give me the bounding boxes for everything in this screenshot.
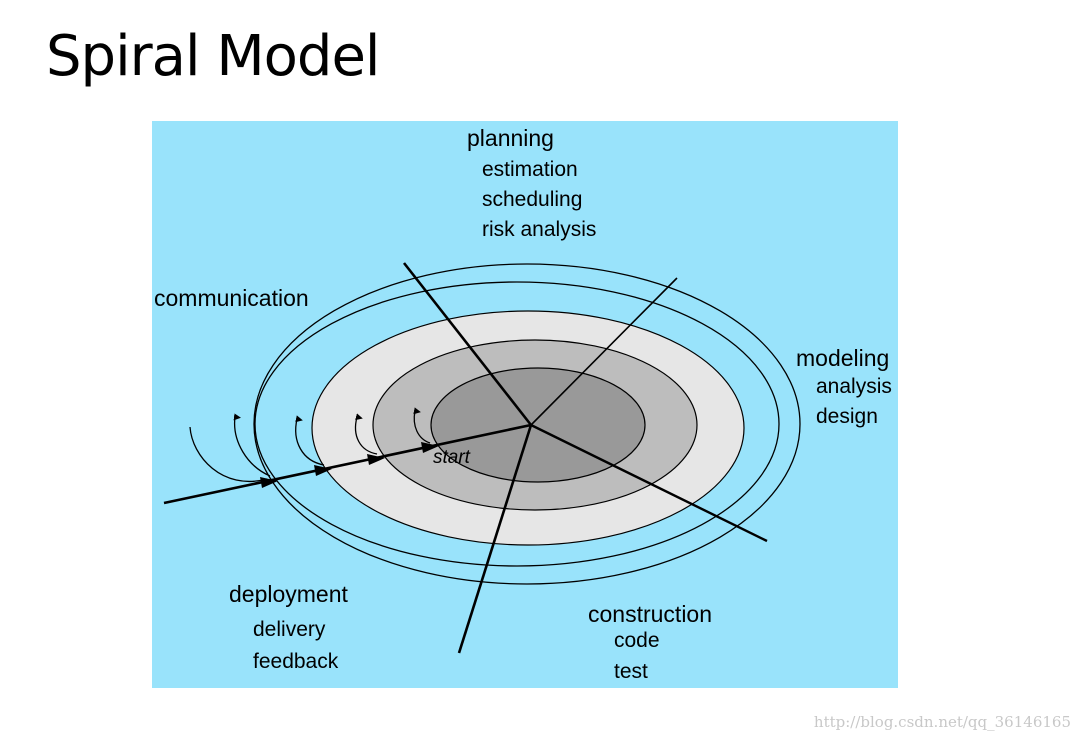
construction-task-code: code (614, 629, 660, 652)
spiral-outer-arc (254, 281, 780, 567)
arrow-head-4 (421, 442, 439, 453)
phase-modeling-label: modeling (796, 345, 890, 371)
arrow-head-3 (367, 454, 385, 465)
phase-planning-label: planning (467, 125, 554, 151)
spiral-second-arc (253, 263, 801, 585)
axis-planning-modeling (530, 277, 678, 426)
deployment-task-delivery: delivery (253, 618, 326, 641)
spiral-return-arrow-3 (295, 415, 325, 466)
phase-deployment-label: deployment (229, 581, 348, 607)
spiral-diagram-panel: planning estimation scheduling risk anal… (152, 121, 898, 688)
spiral-return-arrow-4 (354, 413, 378, 455)
planning-task-risk-analysis: risk analysis (482, 218, 597, 241)
axis-construction-deployment (457, 424, 533, 654)
planning-task-estimation: estimation (482, 158, 578, 181)
planning-task-scheduling: scheduling (482, 188, 583, 211)
start-label: start (433, 447, 470, 468)
phase-communication-label: communication (154, 285, 309, 311)
start-arrow-line (163, 423, 532, 505)
phase-construction-label: construction (588, 601, 713, 627)
spiral-return-arrow-1 (189, 426, 268, 482)
deployment-task-feedback: feedback (253, 650, 339, 673)
watermark-url: http://blog.csdn.net/qq_36146165 (813, 713, 1071, 731)
modeling-task-design: design (816, 405, 878, 428)
axis-modeling-construction (530, 423, 768, 543)
arrow-head-2 (314, 465, 332, 476)
axis-planning-communication (402, 262, 533, 426)
page-title: Spiral Model (46, 24, 380, 89)
spiral-diagram (163, 262, 801, 654)
construction-task-test: test (614, 660, 648, 683)
spiral-return-arrow-5 (413, 407, 431, 444)
modeling-task-analysis: analysis (816, 375, 892, 398)
spiral-return-arrow-2 (233, 413, 271, 477)
